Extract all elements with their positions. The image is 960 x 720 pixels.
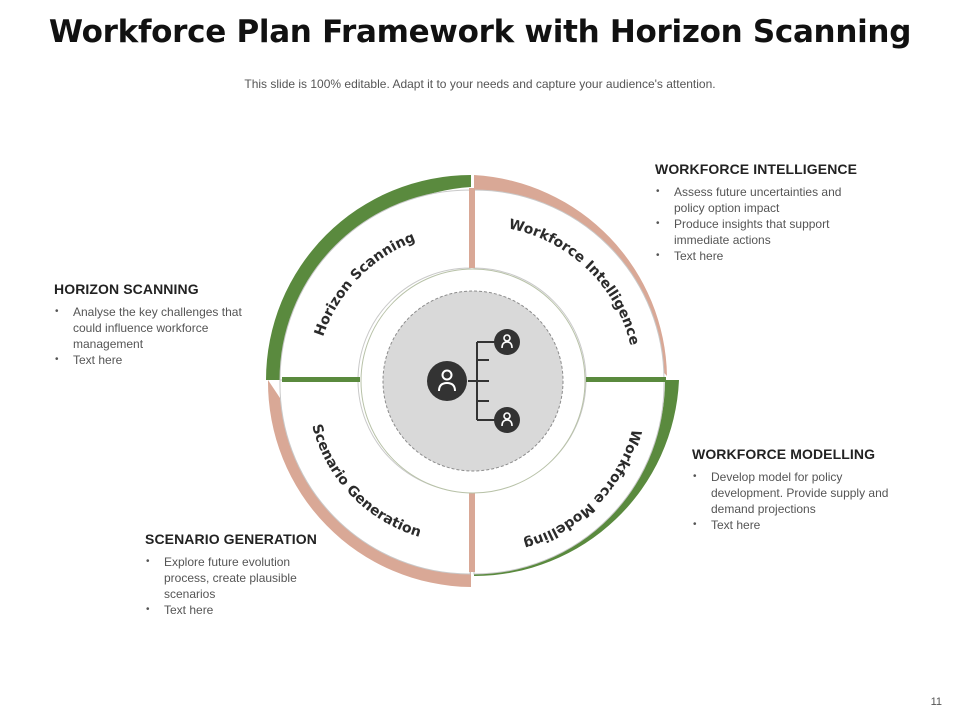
separator-top [469, 188, 475, 268]
workforce-intelligence-block: WORKFORCE INTELLIGENCE Assess future unc… [655, 161, 870, 264]
workforce-intelligence-segment [473, 189, 665, 381]
workforce-intelligence-bullet: Assess future uncertainties and policy o… [655, 184, 870, 216]
scenario-generation-heading: SCENARIO GENERATION [145, 531, 317, 547]
separator-right [586, 377, 666, 382]
people-hierarchy-icon [427, 329, 520, 433]
workforce-intelligence-bullet: Text here [655, 248, 870, 264]
workforce-modelling-bullet: Text here [692, 517, 897, 533]
slide-subtitle: This slide is 100% editable. Adapt it to… [244, 77, 716, 91]
horizon-scanning-segment [279, 189, 471, 381]
scenario-generation-block: SCENARIO GENERATION Explore future evolu… [145, 531, 330, 618]
horizon-scanning-bullet: Text here [54, 352, 254, 368]
workforce-intelligence-bullet: Produce insights that support immediate … [655, 216, 870, 248]
separator-bottom [469, 492, 475, 572]
separator-left [282, 377, 360, 382]
workforce-modelling-heading: WORKFORCE MODELLING [692, 446, 876, 462]
slide-title: Workforce Plan Framework with Horizon Sc… [48, 14, 912, 50]
workforce-intelligence-heading: WORKFORCE INTELLIGENCE [655, 161, 858, 177]
scenario-generation-bullet: Explore future evolution process, create… [145, 554, 330, 602]
horizon-scanning-bullet: Analyse the key challenges that could in… [54, 304, 254, 352]
horizon-scanning-block: HORIZON SCANNING Analyse the key challen… [54, 281, 254, 368]
workforce-modelling-block: WORKFORCE MODELLING Develop model for po… [692, 446, 897, 533]
workforce-modelling-bullet: Develop model for policy development. Pr… [692, 469, 897, 517]
page-number: 11 [930, 696, 942, 708]
horizon-scanning-heading: HORIZON SCANNING [54, 281, 199, 297]
scenario-generation-bullet: Text here [145, 602, 330, 618]
scenario-generation-segment [279, 379, 471, 575]
